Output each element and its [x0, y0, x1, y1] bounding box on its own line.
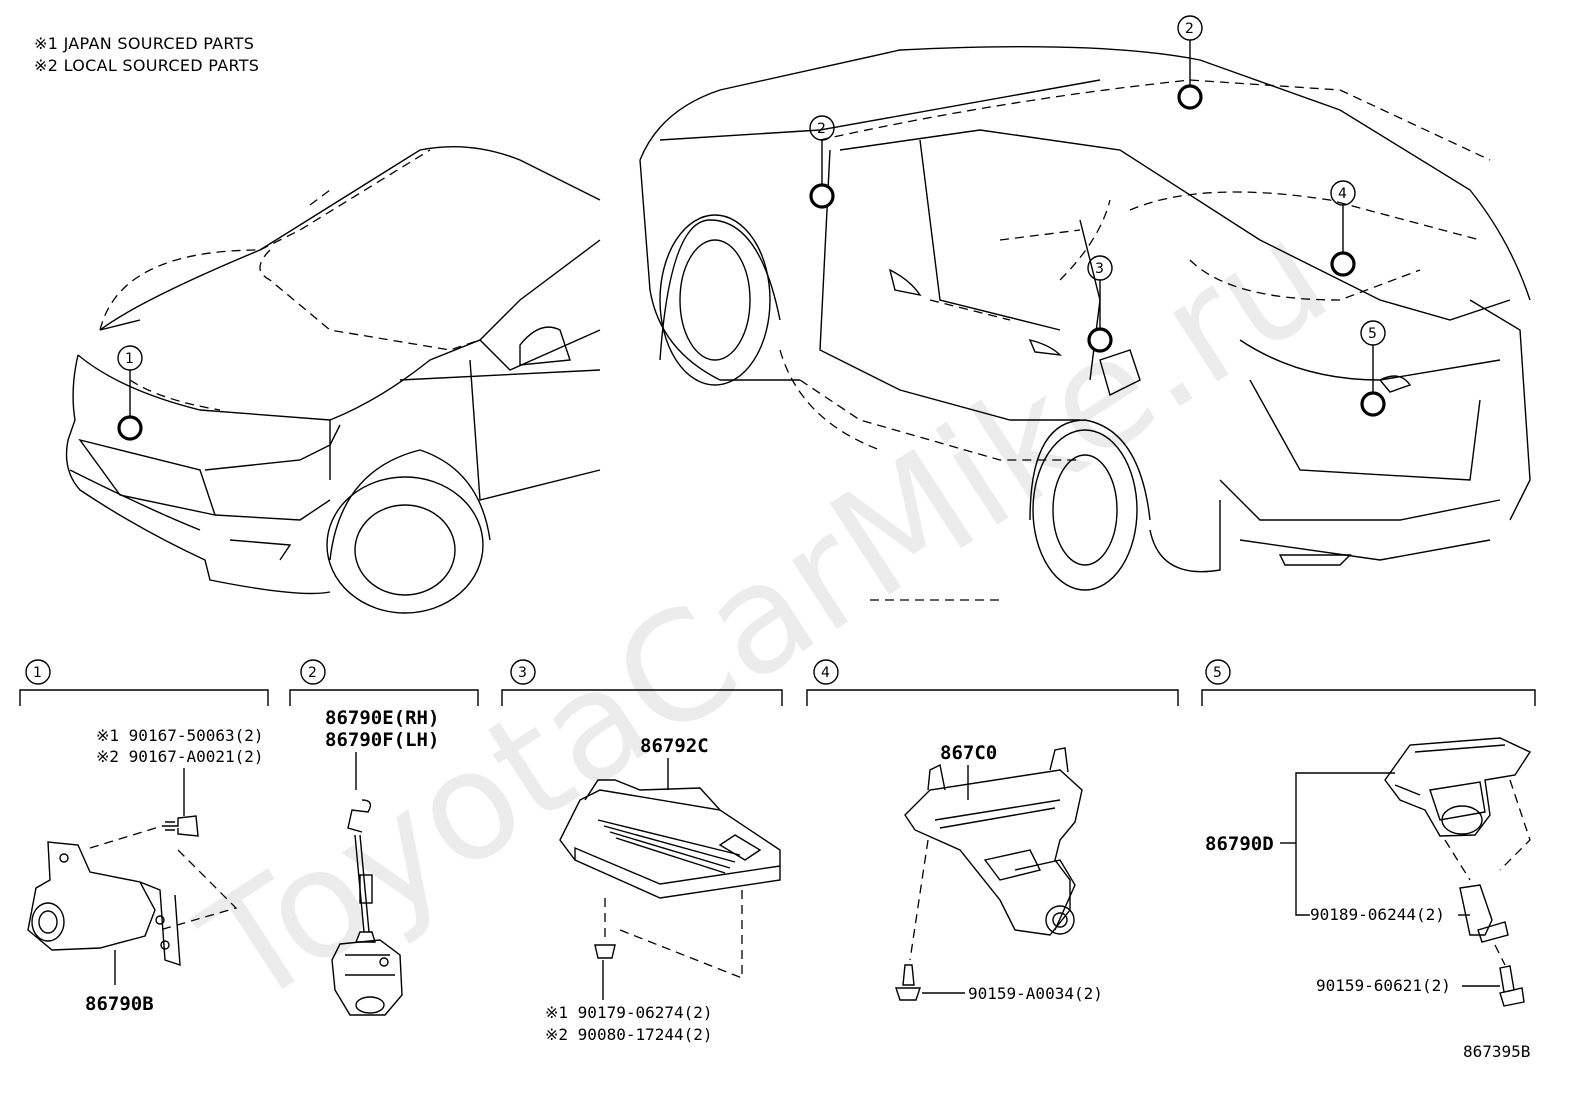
part-86790E-RH: 86790E(RH)	[325, 707, 439, 729]
part-90159-A0034: 90159-A0034(2)	[968, 984, 1103, 1003]
group-bracket-4	[806, 689, 1179, 706]
group-bracket-1	[19, 689, 269, 706]
callout-circle-3	[1087, 255, 1113, 281]
group-label-3: 3	[518, 665, 527, 681]
callout-circle-4	[1330, 180, 1356, 206]
group-circle-2	[300, 659, 326, 685]
illustration-code: 867395B	[1463, 1042, 1530, 1061]
part-90179-06274: ※1 90179-06274(2)	[545, 1003, 713, 1022]
group-label-5: 5	[1213, 665, 1222, 681]
callout-circle-5	[1360, 320, 1386, 346]
part-86790D: 86790D	[1205, 833, 1274, 855]
location-marker-3	[1087, 327, 1113, 353]
group-4-bracket: 867C0 90159-A0034(2)	[895, 742, 1103, 1003]
group-label-2: 2	[308, 665, 317, 681]
group-circle-4	[813, 659, 839, 685]
part-90080-17244: ※2 90080-17244(2)	[545, 1025, 713, 1044]
callout-label-5: 5	[1368, 326, 1377, 342]
location-marker-1	[117, 415, 143, 441]
part-90167-50063: ※1 90167-50063(2)	[96, 726, 264, 745]
group-circle-5	[1205, 659, 1231, 685]
callout-circle-2-left	[809, 115, 835, 141]
group-label-4: 4	[821, 665, 830, 681]
callout-circle-1	[117, 345, 143, 371]
callout-label-1: 1	[125, 351, 134, 367]
part-867C0: 867C0	[940, 742, 997, 764]
part-90159-60621: 90159-60621(2)	[1316, 976, 1451, 995]
part-90167-A0021: ※2 90167-A0021(2)	[96, 747, 264, 766]
group-1-front-camera: ※1 90167-50063(2) ※2 90167-A0021(2) 8679…	[27, 726, 264, 1015]
callout-label-3: 3	[1095, 261, 1104, 277]
part-86790F-LH: 86790F(LH)	[325, 729, 439, 751]
note-local-sourced: ※2 LOCAL SOURCED PARTS	[34, 56, 260, 75]
group-5-rear-camera: 86790D 90189-06244(2) 90159-60621(2)	[1205, 737, 1532, 1007]
group-circle-1	[25, 659, 51, 685]
location-marker-2-right	[1177, 84, 1203, 110]
rear-vehicle-view: 2 2 3 4 5	[639, 15, 1531, 601]
callout-label-2-left: 2	[817, 121, 826, 137]
location-marker-2-left	[809, 183, 835, 209]
group-bracket-5	[1201, 689, 1536, 706]
group-bracket-3	[501, 689, 783, 706]
note-japan-sourced: ※1 JAPAN SOURCED PARTS	[34, 34, 255, 53]
group-2-side-camera: 86790E(RH) 86790F(LH)	[325, 707, 439, 1016]
location-marker-5	[1360, 391, 1386, 417]
group-headers: 1 2 3 4 5	[19, 659, 1536, 706]
part-86792C: 86792C	[640, 735, 709, 757]
part-86790B: 86790B	[85, 993, 154, 1015]
group-bracket-2	[289, 689, 479, 706]
callout-label-2-right: 2	[1185, 21, 1194, 37]
front-vehicle-view: 1	[65, 145, 601, 614]
part-90189-06244: 90189-06244(2)	[1310, 905, 1445, 924]
callout-label-4: 4	[1338, 186, 1347, 202]
callout-circle-2-right	[1177, 15, 1203, 41]
watermark: ToyotaCarMike.ru	[174, 188, 1357, 1041]
location-marker-4	[1330, 251, 1356, 277]
group-circle-3	[510, 659, 536, 685]
group-label-1: 1	[33, 665, 42, 681]
group-3-ecu: 86792C ※1 90179-06274(2) ※2 90080-17244(…	[545, 735, 781, 1044]
